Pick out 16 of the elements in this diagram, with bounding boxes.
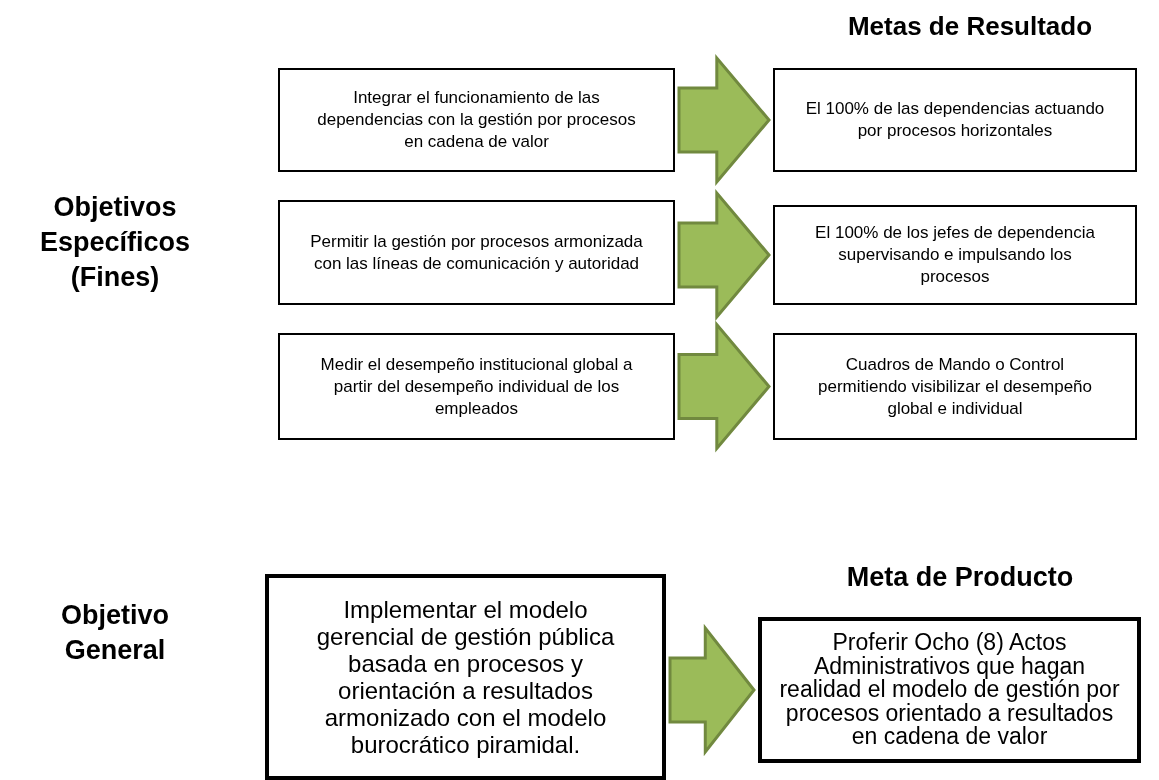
heading: Meta de Producto [845,561,1075,594]
block-arrow [677,53,771,187]
heading: Metas de Resultado [846,10,1094,43]
text-box: El 100% de los jefes de dependencia supervisando e impulsando los procesos [773,205,1137,305]
text-box: Permitir la gestión por procesos armonizada con las líneas de comunicación y autoridad [278,200,675,305]
text-box: Cuadros de Mando o Control permitiendo visibilizar el desempeño global e individual [773,333,1137,440]
heading: Objetivos Específicos (Fines) [38,191,192,295]
heading: Objetivo General [60,599,170,668]
text-box: Integrar el funcionamiento de las dependencias con la gestión por procesos en cadena de valor [278,68,675,172]
text-box: El 100% de las dependencias actuando por procesos horizontales [773,68,1137,172]
block-arrow [668,623,756,757]
text-box: Implementar el modelo gerencial de gestión pública basada en procesos y orientación a resultados armonizado con el modelo burocrático piramidal. [265,574,666,780]
text-box: Medir el desempeño institucional global a partir del desempeño individual de los empleados [278,333,675,440]
text-box: Proferir Ocho (8) Actos Administrativos que hagan realidad el modelo de gestión por procesos orientado a resultados en cadena de valor [758,617,1141,763]
block-arrow [677,188,771,322]
block-arrow [677,320,771,453]
